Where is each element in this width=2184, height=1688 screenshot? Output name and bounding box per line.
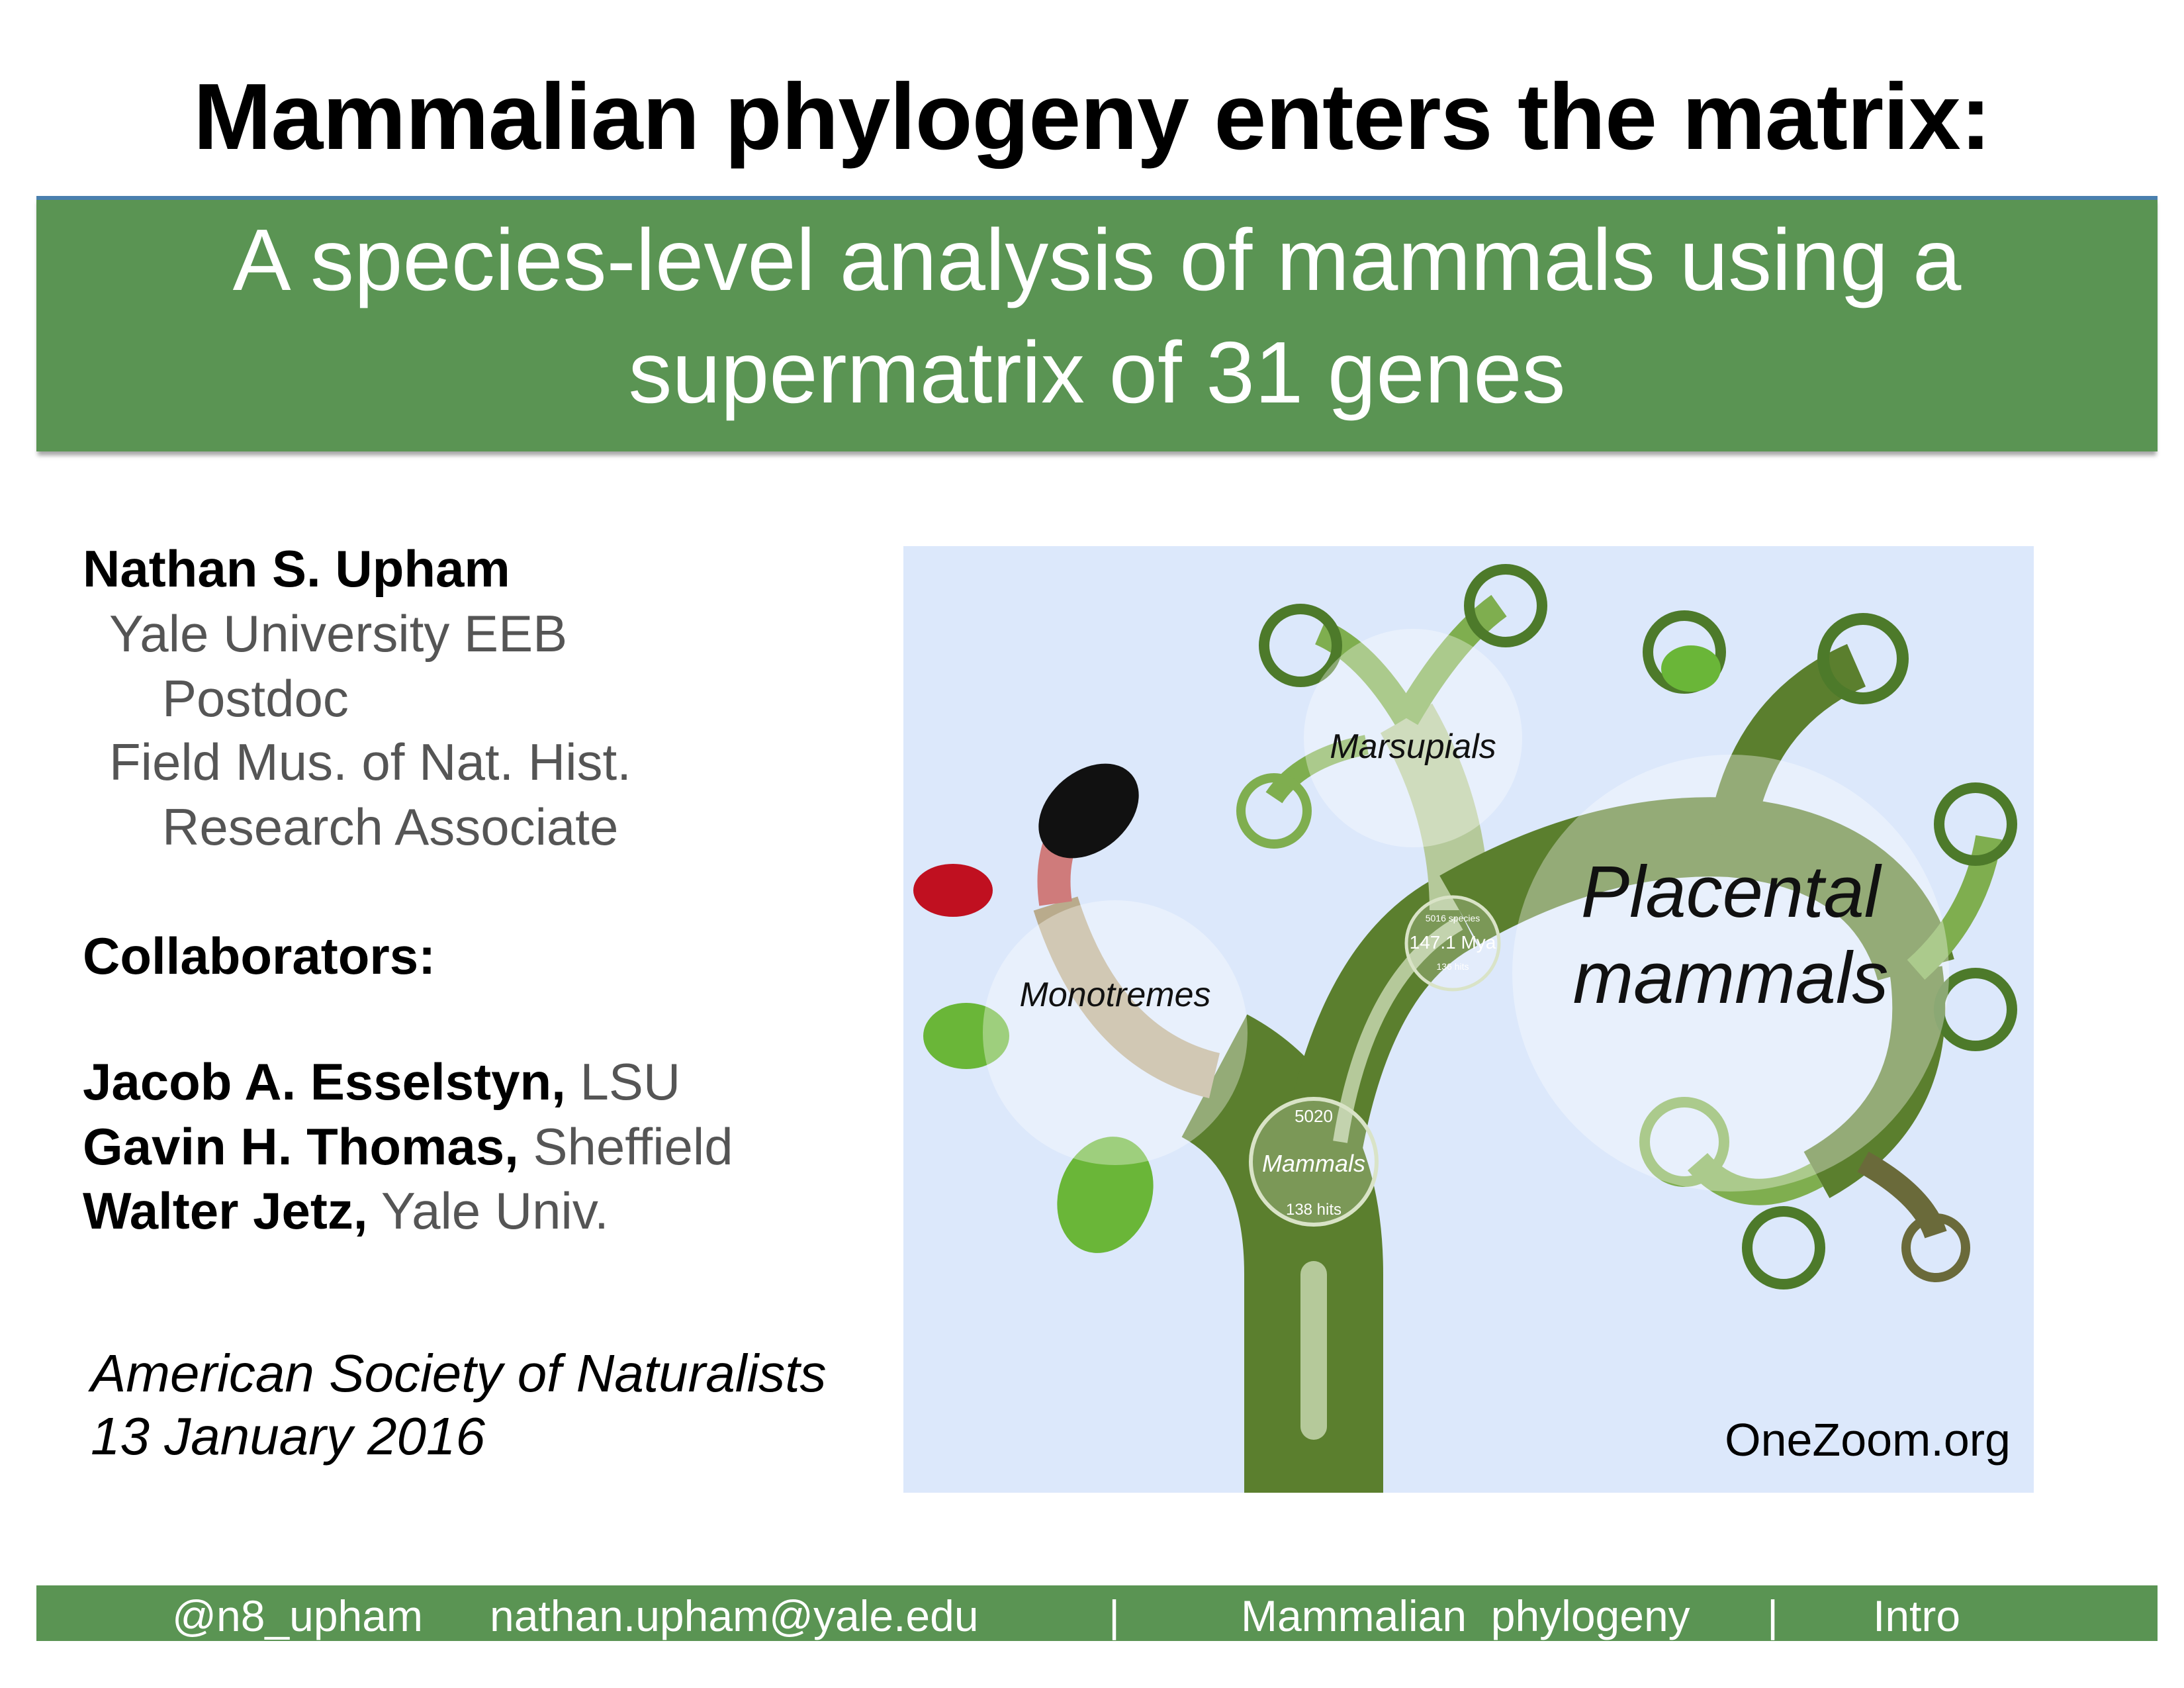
affiliation-2: Postdoc xyxy=(162,669,349,727)
placental-twig-5 xyxy=(1857,1151,1947,1239)
footer-handle: @n8_upham xyxy=(172,1591,423,1640)
marsupial-twig-2 xyxy=(1394,594,1507,726)
footer-separator: | xyxy=(1767,1591,1779,1640)
therian-branch xyxy=(1274,874,1479,1213)
slide-title: Mammalian phylogeny enters the matrix: xyxy=(193,64,1991,169)
leaf-green xyxy=(1661,645,1721,692)
fractal-curl xyxy=(1639,1097,1729,1187)
collaborator-inst: Yale Univ. xyxy=(381,1182,609,1240)
therian-node-circle xyxy=(1404,895,1501,992)
subtitle-line-1: A species-level analysis of mammals usin… xyxy=(232,211,1962,308)
collaborator-name: Gavin H. Thomas, xyxy=(83,1117,519,1176)
fractal-curl xyxy=(1742,1206,1825,1289)
fractal-curl xyxy=(1901,1213,1970,1282)
fractal-curl xyxy=(1236,773,1312,849)
footer-bar: @n8_upham nathan.upham@yale.edu | Mammal… xyxy=(36,1585,2158,1641)
affiliation-4: Research Associate xyxy=(162,798,619,856)
marsupial-twig-3 xyxy=(1265,735,1369,804)
affiliation-3: Field Mus. of Nat. Hist. xyxy=(109,733,631,791)
tree-illustration: Monotremes Marsupials Placental mammals … xyxy=(913,564,2017,1493)
footer-separator: | xyxy=(1109,1591,1120,1640)
node-hits-label: 136 hits xyxy=(1436,961,1469,972)
collaborator-2: Gavin H. Thomas, Sheffield xyxy=(83,1121,733,1172)
subtitle-line-2: supermatrix of 31 genes xyxy=(628,324,1566,421)
placental-branch xyxy=(1439,797,1954,982)
fractal-curl xyxy=(1934,968,2017,1051)
node-species-label: 5016 species xyxy=(1426,913,1480,923)
event-name: American Society of Naturalists xyxy=(91,1344,827,1403)
onezoom-tree-figure: Monotremes Marsupials Placental mammals … xyxy=(903,546,2034,1493)
fractal-curl xyxy=(1464,564,1547,647)
collaborator-3: Walter Jetz, Yale Univ. xyxy=(83,1185,609,1237)
collaborator-inst: Sheffield xyxy=(533,1117,733,1176)
placental-label-1: Placental xyxy=(1581,851,1882,933)
collaborator-name: Jacob A. Esselstyn, xyxy=(83,1053,566,1111)
node-age-label: 147.1 Mya xyxy=(1410,932,1496,953)
collaborators-heading: Collaborators: xyxy=(83,927,436,985)
root-hits-label: 138 hits xyxy=(1286,1201,1342,1219)
affiliation-1: Yale University EEB xyxy=(109,604,568,663)
placental-bubble xyxy=(1512,755,1949,1192)
collaborator-inst: LSU xyxy=(580,1053,681,1111)
collaborator-1: Jacob A. Esselstyn, LSU xyxy=(83,1056,680,1107)
fractal-curl xyxy=(1259,604,1342,687)
therian-highlight xyxy=(1333,917,1463,1143)
monotreme-branch xyxy=(1033,896,1220,1099)
fractal-curl xyxy=(1934,782,2017,866)
marsupials-bubble xyxy=(1304,629,1522,847)
footer-email: nathan.upham@yale.edu xyxy=(490,1591,979,1640)
root-name-label: Mammals xyxy=(1262,1150,1365,1177)
monotremes-bubble xyxy=(983,900,1248,1165)
footer-topic: Mammalian phylogeny xyxy=(1241,1591,1690,1640)
root-node-circle xyxy=(1249,1097,1379,1227)
monotremes-label: Monotremes xyxy=(1020,976,1211,1014)
fractal-curl xyxy=(1817,613,1909,704)
leaf-green xyxy=(923,1003,1009,1069)
subtitle-band: A species-level analysis of mammals usin… xyxy=(36,196,2158,451)
footer-section: Intro xyxy=(1873,1591,1961,1640)
collaborator-name: Walter Jetz, xyxy=(83,1182,368,1240)
leaf-green xyxy=(1057,1137,1154,1253)
event-date: 13 January 2016 xyxy=(91,1407,486,1466)
author-name: Nathan S. Upham xyxy=(83,539,510,598)
figure-credit: OneZoom.org xyxy=(1725,1414,2011,1466)
leaf-black xyxy=(1038,763,1139,859)
placental-label-2: mammals xyxy=(1573,937,1889,1019)
root-count-label: 5020 xyxy=(1295,1106,1333,1126)
leaf-red xyxy=(913,864,993,917)
marsupials-label: Marsupials xyxy=(1330,727,1496,766)
placental-twig-2 xyxy=(1803,966,1946,1198)
